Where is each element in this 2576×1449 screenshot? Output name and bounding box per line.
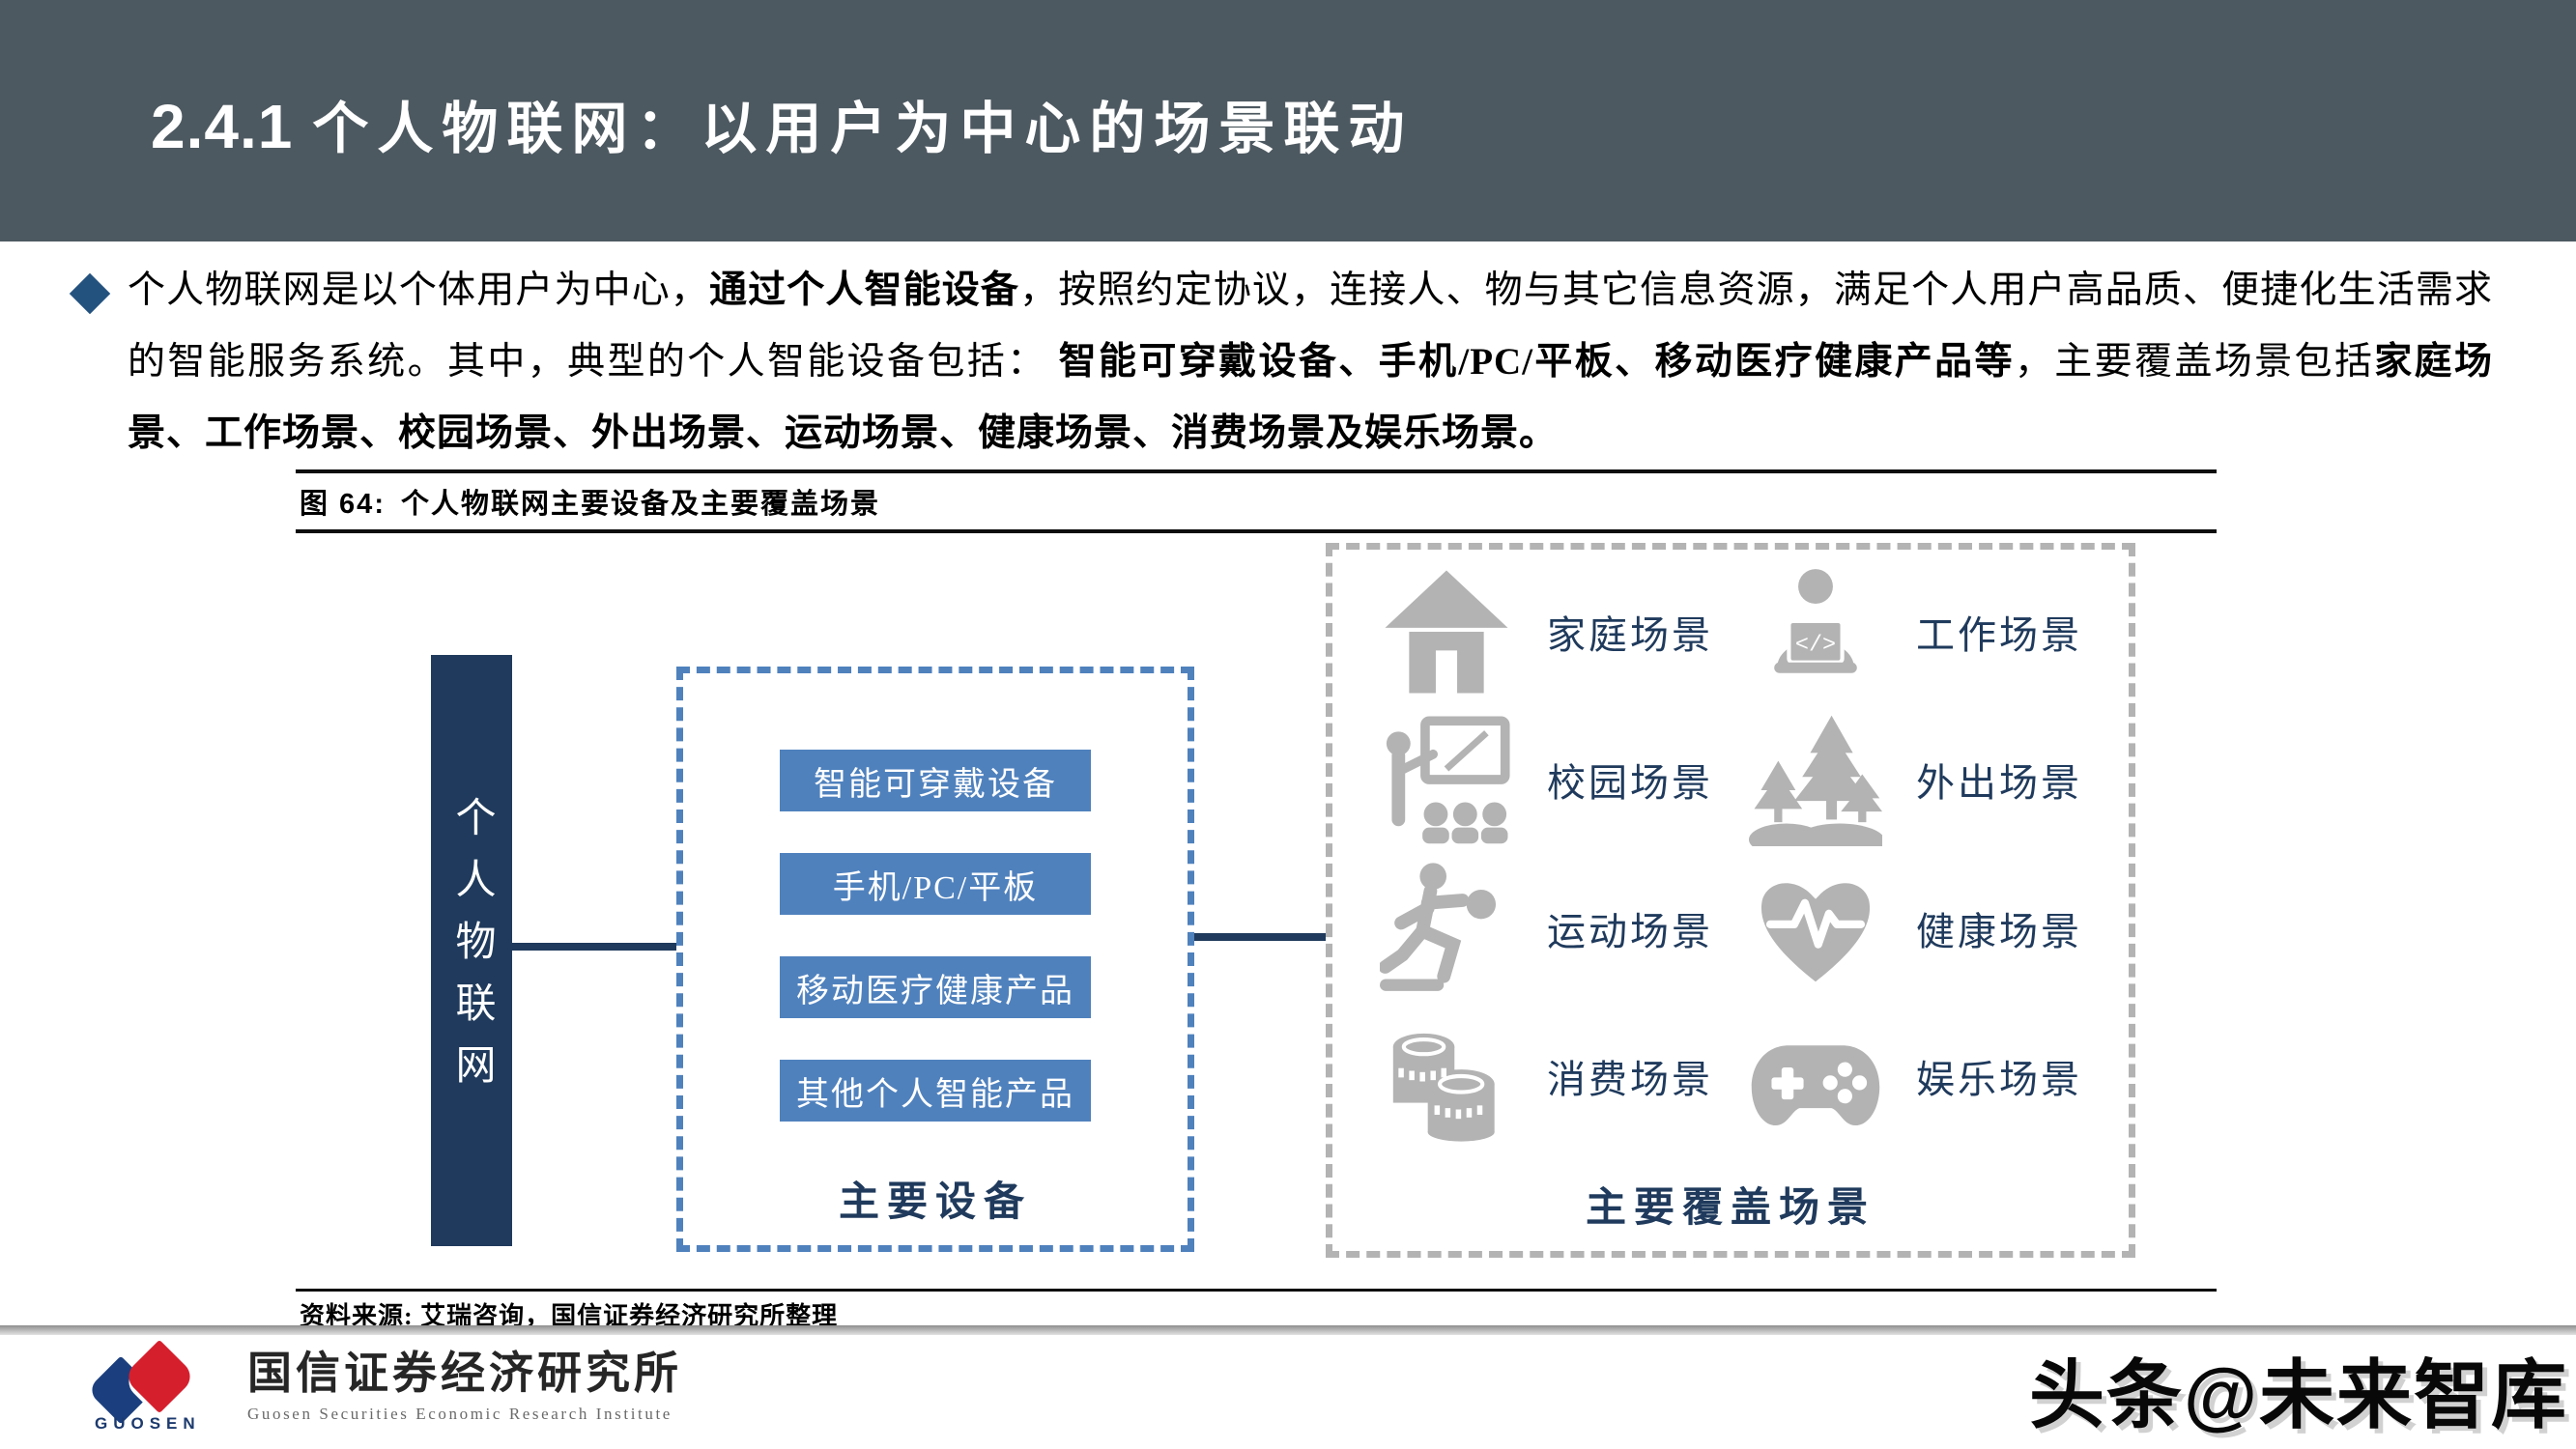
figure-caption-rule: [296, 529, 2217, 533]
device-node: 手机/PC/平板: [780, 853, 1091, 915]
intro-paragraph: 个人物联网是以个体用户为中心，通过个人智能设备，按照约定协议，连接人、物与其它信…: [128, 255, 2493, 469]
connector-right: [1194, 933, 1326, 941]
devices-panel: 智能可穿戴设备 手机/PC/平板 移动医疗健康产品 其他个人智能产品 主要设备: [676, 667, 1194, 1252]
scene-item: 娱乐场景: [1740, 1003, 2109, 1151]
guosen-logo-icon: GUOSEN: [86, 1339, 215, 1434]
figure-top-rule: [296, 469, 2217, 473]
scenes-panel-title: 主要覆盖场景: [1585, 1186, 1875, 1231]
scene-label: 校园场景: [1547, 761, 1713, 806]
scene-label: 健康场景: [1916, 909, 2082, 953]
figure-64: 图 64: 个人物联网主要设备及主要覆盖场景 个人物联网 智能可穿戴设备 手机/…: [296, 469, 2217, 1330]
root-node: 个人物联网: [431, 655, 512, 1246]
header-bar: 2.4.1 个人物联网：以用户为中心的场景联动: [0, 0, 2576, 242]
logo-mark-text: GUOSEN: [95, 1414, 201, 1433]
figure-caption-label: 图 64:: [300, 489, 386, 520]
footer-divider: [0, 1325, 2576, 1335]
scene-item: 校园场景: [1371, 706, 1740, 855]
intro-run-bold: 家庭场景、工作场景、校园场景、外出场景、运动场景、健康场景、消费场景及娱乐场景。: [128, 341, 2493, 454]
scene-label: 工作场景: [1916, 612, 2082, 657]
scene-label: 运动场景: [1547, 909, 1713, 953]
page-title: 2.4.1 个人物联网：以用户为中心的场景联动: [151, 83, 1413, 164]
guosen-logo: GUOSEN 国信证券经济研究所 Guosen Securities Econo…: [86, 1339, 682, 1434]
home-icon: [1371, 559, 1522, 704]
scene-label: 外出场景: [1916, 761, 2082, 806]
svg-text:</>: </>: [1795, 632, 1836, 658]
scene-item: 外出场景: [1740, 706, 2109, 855]
root-node-label: 个人物联网: [449, 796, 494, 1105]
watermark-text: 头条@未来智库: [2028, 1352, 2568, 1437]
intro-run: ，按照约定协议，连接人、物与其它信息资源，满足个人用户高品质、便捷化生活需求的智…: [128, 270, 2493, 383]
devices-panel-title: 主要设备: [838, 1180, 1032, 1225]
diamond-bullet-icon: [69, 272, 111, 315]
scene-label: 消费场景: [1547, 1058, 1713, 1102]
consume-icon: [1371, 1004, 1522, 1149]
scene-item: 消费场景: [1371, 1003, 1740, 1151]
sport-icon: [1371, 856, 1522, 1001]
logo-name-en: Guosen Securities Economic Research Inst…: [247, 1405, 673, 1423]
intro-run: ，主要覆盖场景包括: [2014, 341, 2375, 383]
scene-item: 家庭场景: [1371, 557, 1740, 706]
device-node: 移动医疗健康产品: [780, 956, 1091, 1018]
scene-item: </> 工作场景: [1740, 557, 2109, 706]
intro-run-bold: 通过个人智能设备: [709, 270, 1020, 311]
entertainment-icon: [1740, 1004, 1891, 1149]
work-icon: </>: [1740, 559, 1891, 704]
figure-source: 资料来源: 艾瑞咨询，国信证券经济研究所整理: [300, 1302, 839, 1330]
intro-run: 个人物联网是以个体用户为中心，: [128, 270, 709, 311]
connector-left: [512, 943, 676, 951]
logo-name-cn: 国信证券经济研究所: [247, 1349, 682, 1398]
device-node: 其他个人智能产品: [780, 1060, 1091, 1122]
intro-run-bold: 智能可穿戴设备、手机/PC/平板、移动医疗健康产品等: [1058, 341, 2015, 383]
figure-caption: 图 64: 个人物联网主要设备及主要覆盖场景: [296, 473, 2217, 529]
logo-text-block: 国信证券经济研究所 Guosen Securities Economic Res…: [247, 1349, 682, 1424]
scene-item: 健康场景: [1740, 854, 2109, 1003]
figure-bottom-rule: [296, 1289, 2217, 1292]
scenes-panel: 家庭场景 </> 工作场景: [1326, 543, 2135, 1258]
section-number: 2.4.1: [151, 92, 294, 161]
section-title: 个人物联网：以用户为中心的场景联动: [312, 98, 1414, 160]
iot-diagram: 个人物联网 智能可穿戴设备 手机/PC/平板 移动医疗健康产品 其他个人智能产品…: [296, 533, 2217, 1289]
outdoor-icon: [1740, 707, 1891, 852]
school-icon: [1371, 707, 1522, 852]
figure-caption-text: 个人物联网主要设备及主要覆盖场景: [400, 489, 880, 520]
device-node: 智能可穿戴设备: [780, 750, 1091, 811]
scenes-grid: 家庭场景 </> 工作场景: [1371, 557, 2109, 1151]
scene-item: 运动场景: [1371, 854, 1740, 1003]
scene-label: 娱乐场景: [1916, 1058, 2082, 1102]
scene-label: 家庭场景: [1547, 612, 1713, 657]
health-icon: [1740, 856, 1891, 1001]
